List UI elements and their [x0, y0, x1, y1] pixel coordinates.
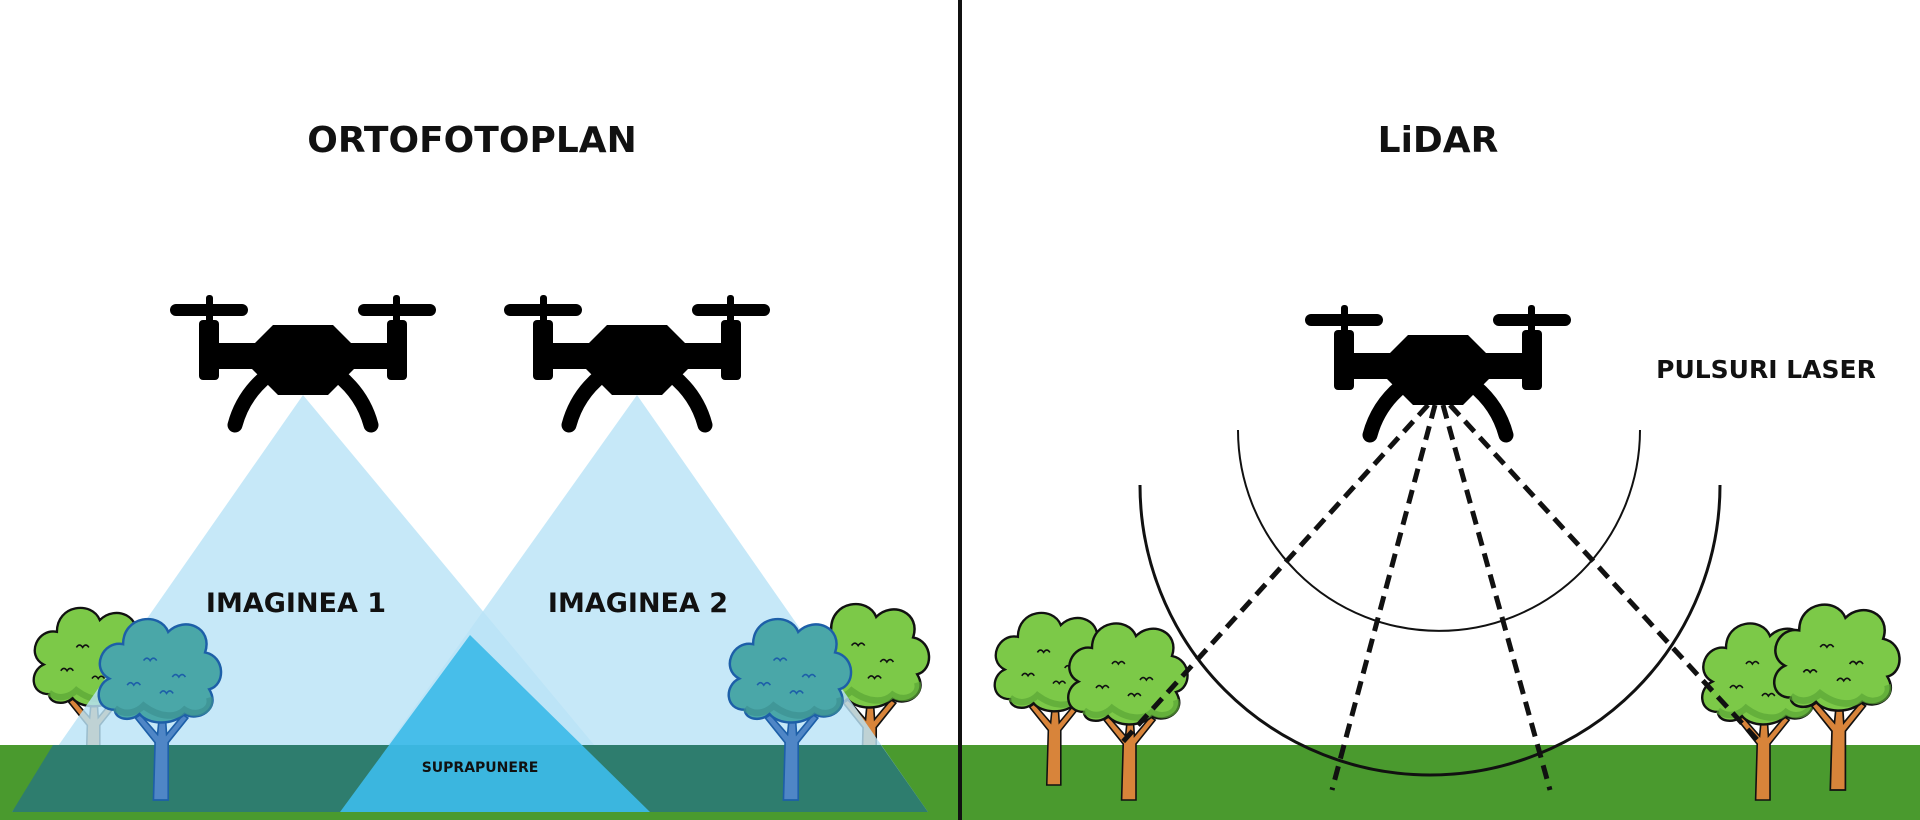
image-label-2: IMAGINEA 2	[548, 588, 728, 619]
panel-ortofotoplan: ORTOFOTOPLAN IMAGINEA 1 IMAGINEA 2 SUPRA…	[0, 120, 958, 820]
tree-icon	[727, 617, 853, 801]
overlap-region	[340, 635, 650, 812]
drone-icon	[170, 295, 436, 433]
image-label-1: IMAGINEA 1	[206, 588, 386, 619]
panel-title-ortofotoplan: ORTOFOTOPLAN	[307, 120, 637, 161]
panel-title-lidar: LiDAR	[1378, 120, 1499, 161]
tree-icon	[1067, 622, 1189, 801]
panel-lidar: LiDAR PULSURI LASER	[962, 120, 1920, 820]
drone-icon	[504, 295, 770, 433]
overlap-label: SUPRAPUNERE	[422, 760, 539, 776]
grass-ground	[962, 745, 1920, 820]
laser-pulse-arc-inner	[1237, 429, 1641, 632]
pulse-label: PULSURI LASER	[1656, 355, 1876, 384]
laser-beam	[1448, 403, 1764, 747]
laser-beams	[1118, 403, 1764, 791]
laser-beam	[1440, 404, 1553, 791]
tree-icon	[1773, 603, 1901, 791]
laser-pulse-arc-outer	[1138, 484, 1722, 777]
laser-beam	[1118, 403, 1430, 747]
drone-icon	[1305, 305, 1571, 443]
tree-icon	[97, 617, 223, 801]
laser-beam	[1329, 404, 1438, 791]
